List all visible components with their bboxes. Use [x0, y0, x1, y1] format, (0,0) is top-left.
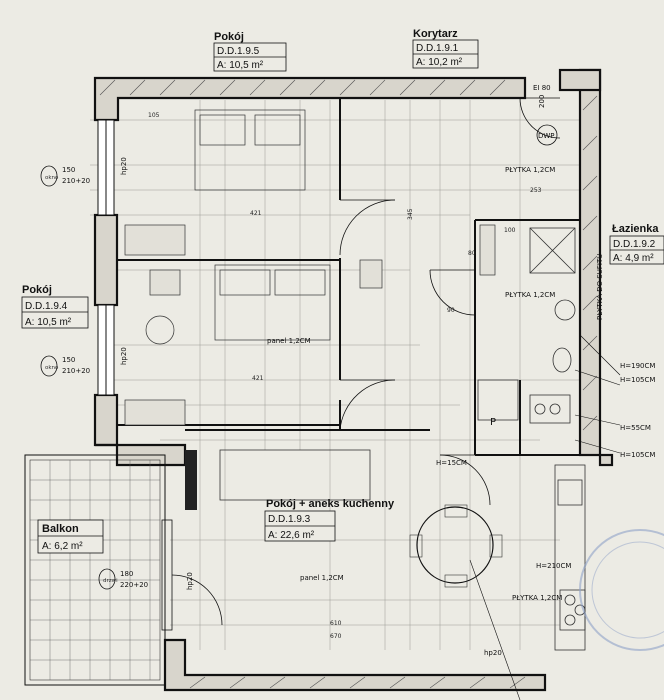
chair-icon [145, 315, 175, 345]
kitchen-counter [554, 464, 586, 651]
svg-text:hp20: hp20 [120, 157, 128, 175]
svg-text:hp20: hp20 [120, 347, 128, 365]
windows [97, 119, 115, 396]
svg-text:610: 610 [330, 620, 342, 627]
room-area: A: 10,5 m² [217, 60, 264, 71]
room-code: D.D.1.9.3 [268, 514, 311, 525]
svg-text:H=210CM: H=210CM [536, 562, 571, 570]
door-tag-balcony: drzwi 180 220+20 [98, 568, 148, 590]
svg-text:panel 1,2CM: panel 1,2CM [267, 337, 311, 345]
room-label-pokoj-top: Pokój D.D.1.9.5 A: 10,5 m² [213, 31, 287, 72]
room-label-balkon: Balkon A: 6,2 m² [37, 519, 104, 554]
svg-text:670: 670 [330, 633, 342, 640]
svg-text:P: P [490, 417, 496, 428]
svg-text:H=105CM: H=105CM [620, 376, 655, 384]
svg-text:panel 1,2CM: panel 1,2CM [300, 574, 344, 582]
radiator [185, 450, 197, 510]
wardrobe [219, 449, 371, 501]
room-name: Pokój [22, 284, 52, 296]
svg-text:hp20: hp20 [484, 649, 502, 657]
room-code: D.D.1.9.1 [416, 43, 459, 54]
svg-text:PŁYTKA DO SUFITU: PŁYTKA DO SUFITU [596, 254, 604, 320]
svg-text:150: 150 [62, 356, 75, 364]
room-label-pokoj-aneks: Pokój + aneks kuchenny D.D.1.9.3 A: 22,6… [264, 498, 395, 542]
balcony-door [161, 519, 223, 631]
room-label-pokoj-left: Pokój D.D.1.9.4 A: 10,5 m² [21, 284, 89, 329]
svg-text:210+20: 210+20 [62, 177, 90, 185]
room-area: A: 6,2 m² [42, 541, 83, 552]
svg-text:H=15CM: H=15CM [436, 459, 467, 467]
svg-text:hp20: hp20 [186, 572, 194, 590]
furniture-beds [194, 109, 331, 341]
svg-text:421: 421 [250, 210, 262, 217]
svg-text:PŁYTKA 1,2CM: PŁYTKA 1,2CM [512, 594, 562, 602]
outer-walls [93, 68, 614, 692]
bathroom-fixtures [477, 227, 576, 424]
svg-text:421: 421 [252, 375, 264, 382]
window-tag-mid: okno 150 210+20 [40, 355, 90, 377]
svg-text:DWP: DWP [538, 132, 555, 140]
svg-text:345: 345 [407, 208, 414, 220]
room-area: A: 10,5 m² [25, 317, 72, 328]
svg-text:180: 180 [120, 570, 133, 578]
svg-text:okno: okno [45, 365, 59, 371]
svg-text:100: 100 [504, 227, 516, 234]
leader-lines [469, 334, 621, 700]
svg-text:105: 105 [148, 112, 160, 119]
annotations: hp20 hp20 hp20 hp20 EI 80 200 DWP PŁYTKA… [120, 84, 655, 657]
room-name: Pokój + aneks kuchenny [266, 498, 395, 510]
room-name: Łazienka [612, 223, 659, 235]
room-code: D.D.1.9.2 [613, 239, 656, 250]
room-area: A: 22,6 m² [268, 530, 315, 541]
svg-text:150: 150 [62, 166, 75, 174]
furniture-desks [124, 224, 496, 426]
stamp [579, 529, 664, 651]
room-code: D.D.1.9.5 [217, 46, 260, 57]
partitions [118, 98, 580, 456]
svg-text:90: 90 [447, 307, 455, 314]
svg-text:253: 253 [530, 187, 542, 194]
svg-text:H=105CM: H=105CM [620, 451, 655, 459]
room-name: Pokój [214, 31, 244, 43]
balcony [24, 454, 166, 686]
room-name: Korytarz [413, 28, 458, 40]
wall-hatching [99, 79, 598, 689]
svg-text:PŁYTKA 1,2CM: PŁYTKA 1,2CM [505, 166, 555, 174]
svg-text:210+20: 210+20 [62, 367, 90, 375]
svg-text:80: 80 [468, 250, 476, 257]
doors [339, 97, 561, 506]
room-name: Balkon [42, 523, 79, 535]
svg-text:EI 80: EI 80 [533, 84, 551, 92]
room-area: A: 4,9 m² [613, 253, 654, 264]
svg-text:PŁYTKA 1,2CM: PŁYTKA 1,2CM [505, 291, 555, 299]
balcony-tiles [30, 460, 160, 680]
room-area: A: 10,2 m² [416, 57, 463, 68]
room-label-korytarz: Korytarz D.D.1.9.1 A: 10,2 m² [412, 28, 479, 69]
svg-text:H=55CM: H=55CM [620, 424, 651, 432]
svg-text:220+20: 220+20 [120, 581, 148, 589]
window-tag-top: okno 150 210+20 [40, 165, 90, 187]
svg-text:H=190CM: H=190CM [620, 362, 655, 370]
dining-table-icon [416, 506, 494, 584]
construction-lines [90, 100, 600, 650]
room-label-lazienka: Łazienka D.D.1.9.2 A: 4,9 m² [609, 223, 664, 265]
svg-text:200: 200 [538, 95, 546, 108]
svg-text:okno: okno [45, 175, 59, 181]
svg-text:drzwi: drzwi [103, 578, 118, 584]
room-code: D.D.1.9.4 [25, 301, 68, 312]
